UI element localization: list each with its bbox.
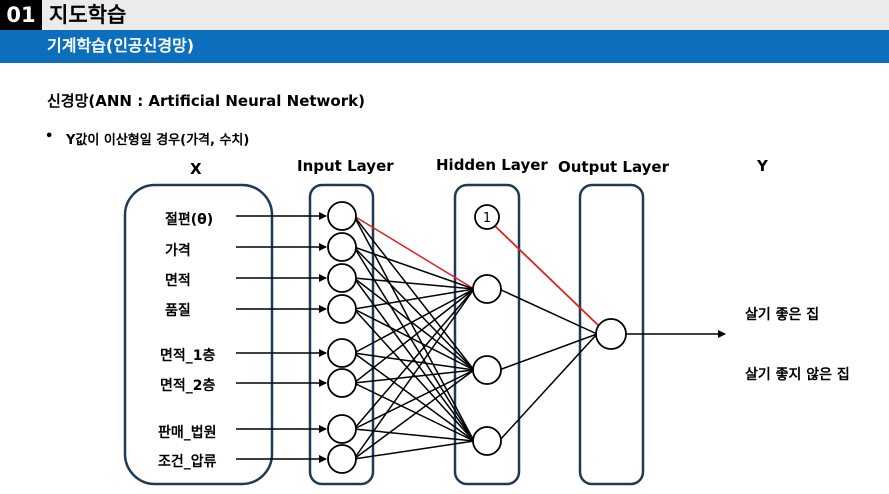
edge-in5-h0 xyxy=(353,288,475,384)
input-label-area: 면적 xyxy=(165,273,191,289)
input-layer-label: Input Layer xyxy=(297,157,394,175)
section-heading: 신경망(ANN : Artificial Neural Network) xyxy=(47,92,365,110)
bullet-marker: • xyxy=(45,129,54,144)
bias-node xyxy=(474,204,500,230)
page-title: 지도학습 xyxy=(49,3,127,27)
edge-in3-h1 xyxy=(353,308,475,371)
edge-in5-h1 xyxy=(353,369,475,384)
input-label-area-1f: 면적_1층 xyxy=(160,348,216,364)
hidden-layer-label: Hidden Layer xyxy=(436,156,548,174)
input-label-price: 가격 xyxy=(165,243,191,259)
edge-in7-h0 xyxy=(353,288,475,460)
edge-bias-output xyxy=(494,225,600,327)
edge-in3-h0 xyxy=(353,288,475,310)
output-node xyxy=(595,318,627,350)
input-label-foreclosure: 조건_압류 xyxy=(158,454,217,470)
edge-in4-h1 xyxy=(353,352,475,371)
edge-h0-output xyxy=(498,288,598,335)
input-node-1 xyxy=(327,232,357,262)
input-node-6 xyxy=(327,414,357,444)
input-node-4 xyxy=(327,338,357,368)
edge-h2-output xyxy=(498,333,598,442)
hidden-layer-box xyxy=(453,183,521,486)
input-label-intercept: 절편(θ) xyxy=(165,212,214,228)
input-layer-box xyxy=(308,183,375,486)
section-number: 01 xyxy=(0,0,42,30)
input-node-0 xyxy=(327,201,357,231)
subtitle-bar xyxy=(0,30,889,63)
hidden-node-0 xyxy=(472,274,502,304)
edge-in2-h0 xyxy=(353,277,475,290)
edge-in1-h1 xyxy=(353,246,475,371)
edge-in0-h1 xyxy=(353,215,475,371)
input-label-quality: 품질 xyxy=(165,303,191,319)
y-column-label: Y xyxy=(757,157,768,175)
nodes: 1 xyxy=(327,201,627,474)
bias-node-label: 1 xyxy=(483,211,491,226)
input-node-2 xyxy=(327,263,357,293)
page-subtitle: 기계학습(인공신경망) xyxy=(47,36,195,55)
edge-in7-h1 xyxy=(353,369,475,460)
output-label-good: 살기 좋은 집 xyxy=(745,307,820,323)
hidden-node-1 xyxy=(472,355,502,385)
input-node-5 xyxy=(327,368,357,398)
output-label-not-good: 살기 좋지 않은 집 xyxy=(745,367,850,383)
edge-in6-h1 xyxy=(353,369,475,430)
x-column-label: X xyxy=(190,160,202,178)
input-label-court-sale: 판매_법원 xyxy=(158,425,217,441)
edge-in4-h0 xyxy=(353,288,475,354)
hidden-node-2 xyxy=(472,426,502,456)
edge-in1-h0 xyxy=(353,246,475,290)
input-node-3 xyxy=(327,294,357,324)
top-bar xyxy=(0,0,889,30)
edge-in7-h2 xyxy=(353,440,475,460)
edge-in5-h2 xyxy=(353,382,475,442)
bullet-text: Y값이 이산형일 경우(가격, 수치) xyxy=(66,133,250,148)
edges xyxy=(236,212,726,463)
output-layer-label: Output Layer xyxy=(558,158,669,176)
edge-in6-h0 xyxy=(353,288,475,430)
input-label-area-2f: 면적_2층 xyxy=(160,378,216,394)
edge-in2-h1 xyxy=(353,277,475,371)
input-node-7 xyxy=(327,444,357,474)
edge-in0-h0 xyxy=(353,215,475,290)
x-box xyxy=(123,183,274,486)
edge-h1-output xyxy=(498,333,598,371)
